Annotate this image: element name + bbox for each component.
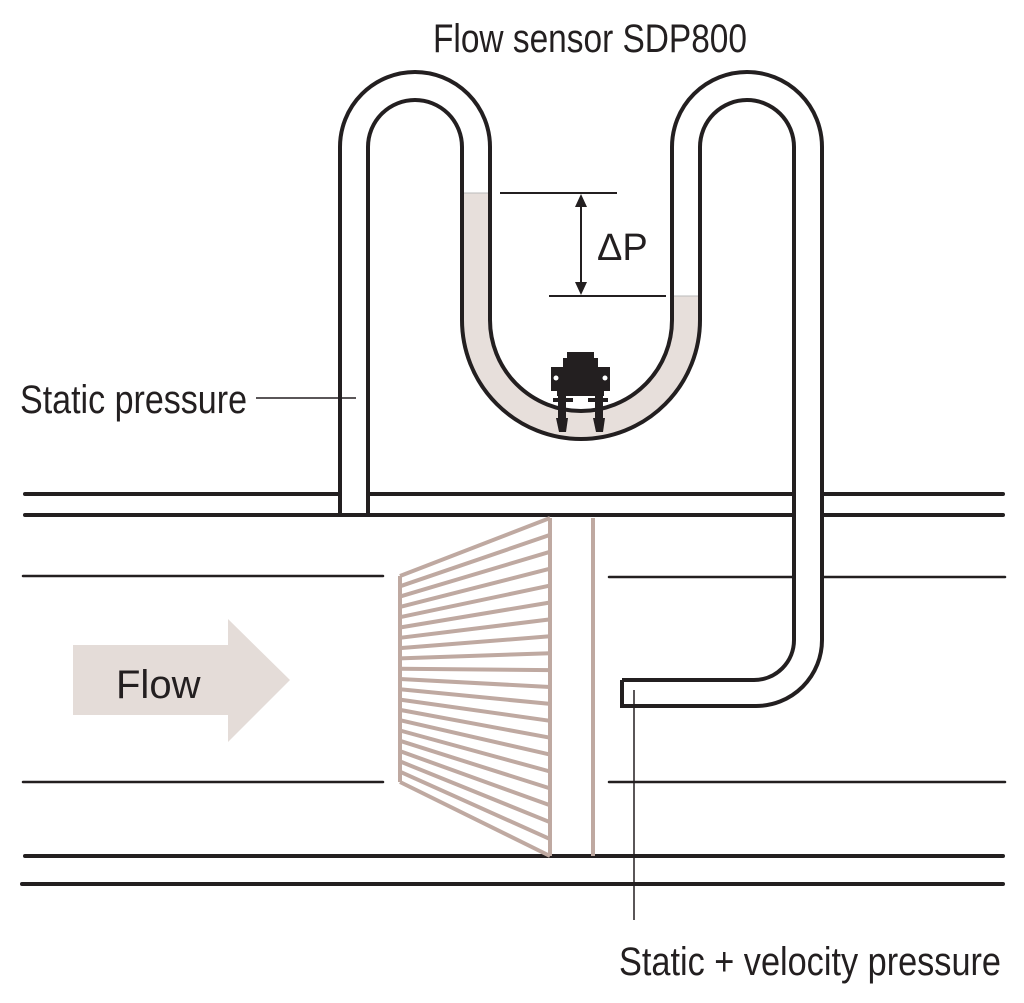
straightener-vane [399,780,551,858]
straightener-vane [399,697,551,723]
straightener-vane [399,707,551,740]
straightener-vane [399,666,551,673]
straightener-vane [399,687,551,706]
duct [20,492,1007,886]
left-tube-outer [338,70,824,708]
straightener-vane [399,566,551,609]
straightener-vane [399,749,551,808]
straightener-vane [399,677,551,689]
flow-arrow-icon [73,619,290,742]
straightener-vane [399,600,551,630]
flow-straightener [398,516,595,858]
straightener-vane [399,769,551,841]
straightener-vane [399,759,551,825]
straightener-vane [399,533,551,589]
sensor-tubing [338,70,824,708]
straightener-vane [399,738,551,791]
straightener-vane [399,549,551,599]
arrow-down-icon [575,282,587,295]
delta-p-dimension [500,192,666,297]
left-tube-inner [366,98,796,682]
straightener-vane [399,728,551,774]
static-velocity-pressure-label: Static + velocity pressure [619,940,1001,984]
straightener-vane [399,634,551,651]
straightener-vane [399,617,551,640]
manometer-fluid [462,193,700,439]
delta-p-label: ΔP [597,227,648,269]
arrow-up-icon [575,194,587,207]
static-pressure-label: Static pressure [20,378,247,422]
diagram-title: Flow sensor SDP800 [433,17,747,61]
straightener-vane [399,516,551,578]
straightener-vane [399,651,551,661]
straightener-vane [399,718,551,757]
flow-label: Flow [116,663,201,707]
straightener-vane [399,583,551,620]
sdp800-sensor-icon [551,352,610,432]
